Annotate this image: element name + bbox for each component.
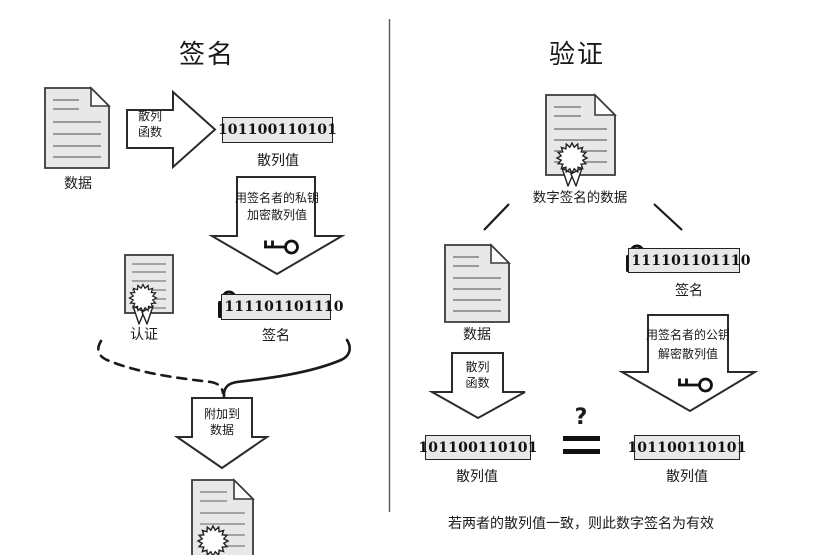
split-line-right	[653, 203, 683, 231]
encrypt-arrow-text-line1: 用签名者的私钥	[234, 191, 319, 205]
certificate-label: 认证	[130, 327, 158, 343]
hash-value-box-right: 101100110101	[627, 435, 746, 460]
question-mark: ?	[574, 405, 588, 430]
hash-value-label: 散列值	[257, 153, 299, 169]
hash-value-box-left: 101100110101	[418, 435, 537, 460]
cert-merge-dashed-curve	[97, 339, 225, 395]
hash-value-label-right: 散列值	[666, 469, 708, 485]
signed-result-document-icon	[191, 478, 255, 555]
data-document-icon	[44, 86, 111, 169]
hash-function-arrow-text-verify: 散列 函数	[465, 360, 490, 390]
hash-value-label-left: 散列值	[456, 469, 498, 485]
decrypt-arrow-text-line2: 解密散列值	[657, 347, 718, 361]
equals-icon	[563, 436, 600, 454]
encrypt-arrow-text-line2: 加密散列值	[246, 208, 307, 222]
hash-function-arrow-icon	[126, 89, 217, 170]
append-arrow-text-line1: 附加到	[203, 407, 240, 421]
sign-panel-title: 签名	[178, 40, 235, 70]
decrypt-arrow-text-line1: 用签名者的公钥	[645, 328, 730, 342]
verification-footer-note: 若两者的散列值一致，则此数字签名为有效	[448, 516, 714, 532]
signed-data-document-icon	[545, 93, 617, 187]
signed-data-label: 数字签名的数据	[532, 190, 628, 206]
verify-panel-title: 验证	[548, 40, 605, 70]
seal-icon	[556, 142, 588, 174]
append-arrow-text-line2: 数据	[209, 423, 234, 437]
signature-value-box: 111101101110	[221, 294, 343, 320]
certificate-icon	[124, 254, 174, 325]
data-document-label-verify: 数据	[463, 327, 491, 343]
encrypt-down-arrow-icon	[208, 176, 346, 276]
signature-label-verify: 签名	[675, 283, 703, 299]
split-line-left	[483, 203, 510, 231]
decrypt-down-arrow-icon	[618, 314, 759, 413]
seal-icon	[197, 525, 229, 555]
signature-label: 签名	[262, 328, 290, 344]
data-document-label: 数据	[64, 176, 92, 192]
signature-value-box-verify: 111101101110	[628, 248, 750, 273]
seal-icon	[128, 283, 158, 313]
data-document-icon-verify	[444, 243, 511, 323]
hash-function-down-arrow-icon	[428, 352, 526, 420]
signature-merge-curve	[222, 338, 351, 403]
hash-value-box: 101100110101	[218, 117, 337, 143]
hash-function-arrow-text: 散列 函数	[137, 109, 162, 139]
append-down-arrow-icon	[173, 397, 271, 470]
